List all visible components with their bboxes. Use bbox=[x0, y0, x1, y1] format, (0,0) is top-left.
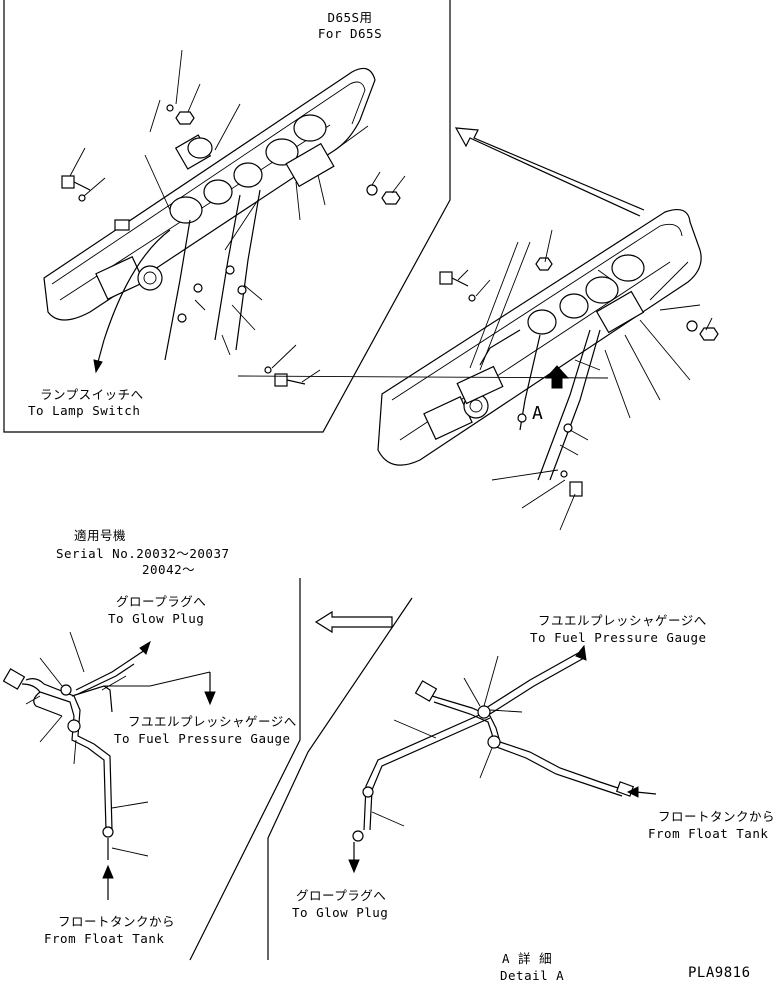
left-fuel-gauge-en: To Fuel Pressure Gauge bbox=[114, 731, 291, 746]
leader-arrow-icon bbox=[348, 859, 360, 874]
inset-panel-assembly bbox=[43, 49, 406, 387]
left-fuel-gauge-jp: フユエルプレッシャゲージへ bbox=[128, 714, 297, 729]
left-float-tank-en: From Float Tank bbox=[44, 931, 165, 946]
inset-model-jp: D65S用 bbox=[327, 10, 373, 25]
leader-arrow-icon bbox=[626, 786, 639, 798]
right-glow-plug-en: To Glow Plug bbox=[292, 905, 389, 920]
right-fuel-gauge-jp: フユエルプレッシャゲージへ bbox=[538, 613, 707, 628]
lamp-switch-label-en: To Lamp Switch bbox=[28, 403, 141, 418]
callout-a: A bbox=[532, 403, 544, 424]
detail-separators bbox=[189, 578, 413, 961]
right-float-tank-jp: フロートタンクから bbox=[658, 809, 776, 824]
left-glow-plug-jp: グロープラグへ bbox=[116, 594, 207, 609]
main-panel-assembly bbox=[237, 209, 719, 531]
right-pipe-assembly bbox=[348, 644, 657, 874]
right-fuel-gauge-en: To Fuel Pressure Gauge bbox=[530, 630, 707, 645]
serial-line-1: Serial No.20032～20037 bbox=[56, 546, 230, 561]
left-float-tank-jp: フロートタンクから bbox=[58, 914, 176, 929]
serial-title-jp: 適用号機 bbox=[74, 528, 127, 543]
serial-line-2: 20042～ bbox=[142, 562, 196, 577]
left-glow-plug-en: To Glow Plug bbox=[108, 611, 205, 626]
detail-a-title-jp: A 詳 細 bbox=[502, 951, 553, 966]
inset-frame bbox=[3, 0, 451, 433]
right-float-tank-en: From Float Tank bbox=[648, 826, 769, 841]
inset-model-en: For D65S bbox=[317, 26, 383, 41]
view-arrow-icon bbox=[454, 127, 645, 217]
view-arrow-icon bbox=[314, 610, 393, 634]
detail-a-title-en: Detail A bbox=[500, 968, 565, 983]
lamp-switch-label-jp: ランプスイッチへ bbox=[40, 387, 144, 402]
leader-arrow-icon bbox=[93, 359, 103, 374]
right-glow-plug-jp: グロープラグへ bbox=[296, 888, 387, 903]
leader-arrow-icon bbox=[204, 691, 216, 706]
direction-arrow-icon bbox=[544, 365, 570, 389]
leader-arrow-icon bbox=[102, 864, 114, 879]
leader-arrow-icon bbox=[575, 644, 587, 661]
leader-arrow-icon bbox=[139, 640, 151, 655]
drawing-number: PLA9816 bbox=[688, 965, 751, 981]
left-pipe-assembly bbox=[2, 631, 216, 900]
